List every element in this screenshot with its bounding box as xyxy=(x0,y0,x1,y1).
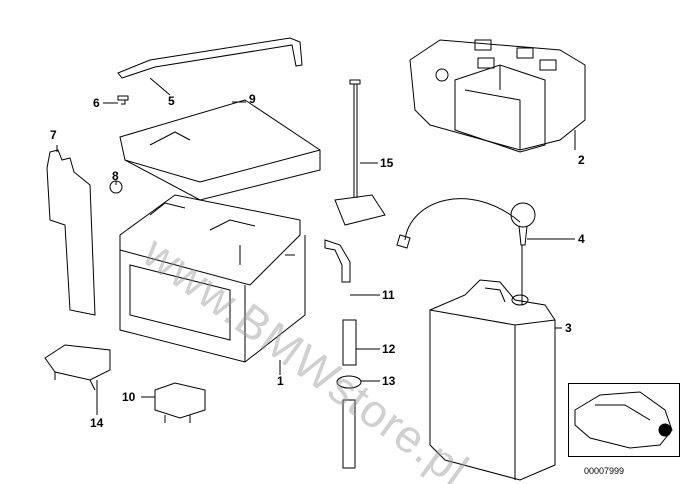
callout-6[interactable]: 6 xyxy=(93,96,100,110)
vehicle-inset-drawing xyxy=(574,391,673,449)
battery xyxy=(119,194,306,363)
callout-1[interactable]: 1 xyxy=(277,374,284,388)
callout-11[interactable]: 11 xyxy=(382,288,395,302)
callout-3[interactable]: 3 xyxy=(565,321,572,335)
callout-15[interactable]: 15 xyxy=(380,156,394,170)
callout-9[interactable]: 9 xyxy=(249,92,256,106)
hold-down-bracket xyxy=(117,37,303,79)
callout-5[interactable]: 5 xyxy=(168,94,175,108)
terminal-cover xyxy=(44,344,111,391)
callout-12[interactable]: 12 xyxy=(382,342,396,356)
grommet xyxy=(336,375,362,389)
callout-4[interactable]: 4 xyxy=(578,232,585,246)
callout-14[interactable]: 14 xyxy=(90,416,104,430)
part-code: 00007999 xyxy=(584,466,625,476)
callout-13[interactable]: 13 xyxy=(382,374,396,388)
vent-elbow xyxy=(324,239,351,283)
jerry-can xyxy=(429,279,556,481)
vent-hose xyxy=(342,319,357,366)
tie-rod xyxy=(334,79,386,226)
hydrometer xyxy=(396,198,536,305)
callout-10[interactable]: 10 xyxy=(122,390,136,404)
water-canisters xyxy=(409,39,586,153)
vehicle-location-inset xyxy=(568,383,680,457)
leader-lines xyxy=(56,77,576,415)
callout-7[interactable]: 7 xyxy=(50,128,57,142)
callout-2[interactable]: 2 xyxy=(578,153,585,167)
relay xyxy=(154,382,206,423)
screw xyxy=(117,95,129,105)
cover-plate xyxy=(46,149,96,316)
battery-cover xyxy=(119,99,321,201)
callout-8[interactable]: 8 xyxy=(112,169,119,183)
